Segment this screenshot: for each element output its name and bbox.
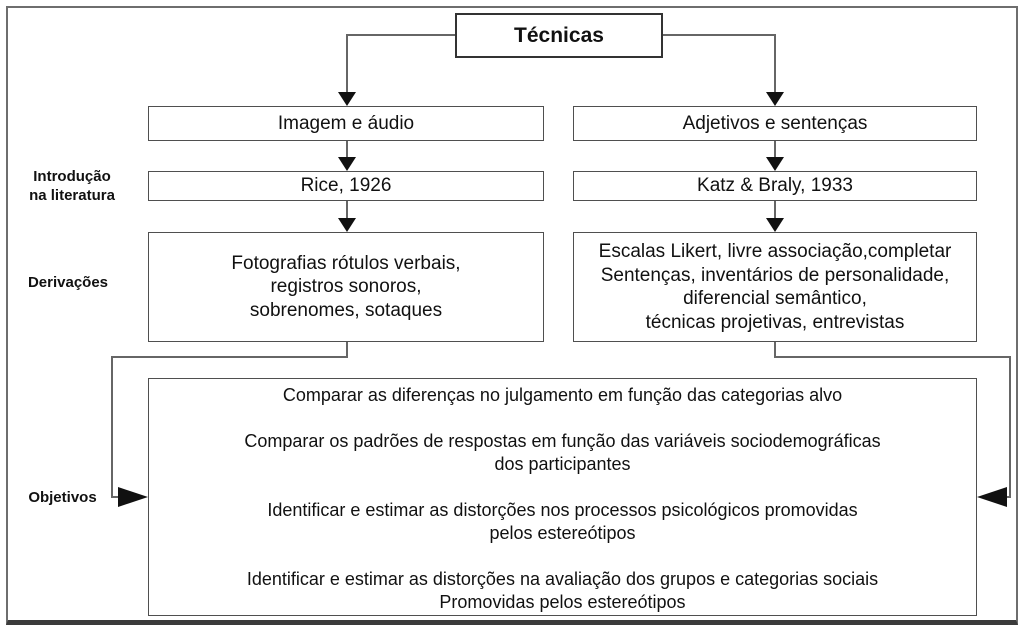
connector-line — [346, 34, 348, 94]
objective-item: Identificar e estimar as distorções na a… — [246, 569, 879, 612]
row-label-introducao-na-literatura: Introdução na literatura — [29, 168, 115, 204]
imagem-audio-node: Imagem e áudio — [148, 106, 544, 141]
connector-line — [346, 342, 348, 358]
tecnicas-node: Técnicas — [455, 13, 663, 58]
connector-line — [662, 34, 776, 36]
connector-line — [347, 34, 456, 36]
derivacoes-left-node: Fotografias rótulos verbais, registros s… — [148, 232, 544, 342]
adjetivos-sentencas-node: Adjetivos e sentenças — [573, 106, 977, 141]
connector-line — [346, 201, 348, 219]
connector-line — [774, 34, 776, 94]
arrow-down-icon — [338, 157, 356, 171]
katz-braly-1933-node: Katz & Braly, 1933 — [573, 171, 977, 201]
rice-1926-node: Rice, 1926 — [148, 171, 544, 201]
arrow-down-icon — [766, 218, 784, 232]
row-label-objetivos: Objetivos — [28, 489, 97, 506]
diagram-border — [6, 6, 1018, 625]
connector-line — [111, 496, 121, 498]
connector-line — [111, 356, 348, 358]
arrow-down-icon — [766, 92, 784, 106]
connector-line — [774, 201, 776, 219]
row-label-derivacoes: Derivações — [27, 274, 109, 291]
connector-line — [774, 356, 1011, 358]
arrow-down-icon — [338, 218, 356, 232]
connector-line — [1009, 356, 1011, 498]
objetivos-node: Comparar as diferenças no julgamento em … — [148, 378, 977, 616]
arrow-left-icon — [977, 487, 1007, 507]
connector-line — [111, 356, 113, 498]
derivacoes-right-node: Escalas Likert, livre associação,complet… — [573, 232, 977, 342]
objective-item: Identificar e estimar as distorções nos … — [267, 500, 858, 543]
arrow-right-icon — [118, 487, 148, 507]
arrow-down-icon — [338, 92, 356, 106]
objective-item: Comparar as diferenças no julgamento em … — [282, 385, 843, 405]
connector-line — [774, 141, 776, 159]
connector-line — [346, 141, 348, 159]
arrow-down-icon — [766, 157, 784, 171]
objective-item: Comparar os padrões de respostas em funç… — [244, 431, 881, 474]
connector-line — [774, 342, 776, 358]
